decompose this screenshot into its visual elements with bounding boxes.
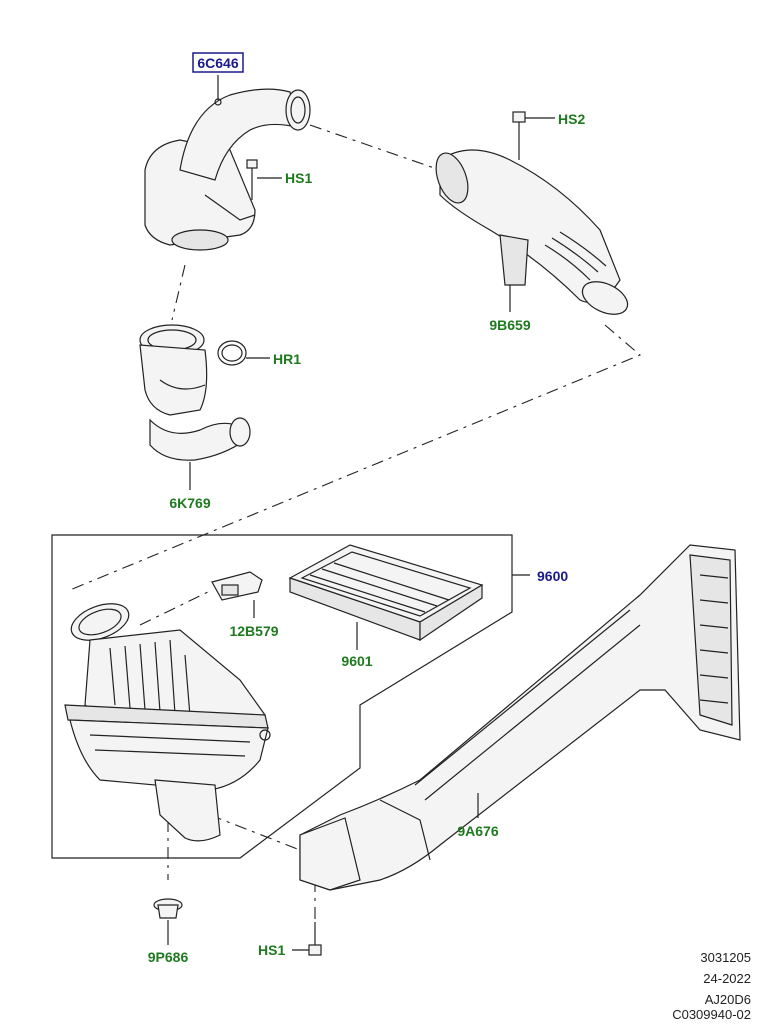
reference-line-1: 3031205 <box>700 950 751 965</box>
label-hs2: HS2 <box>558 111 585 127</box>
connection-line-resonator-to-adapter <box>171 264 186 321</box>
bolt-hs1-top <box>246 159 282 200</box>
mass-airflow-sensor-12b579 <box>211 571 263 618</box>
label-hs1-bottom: HS1 <box>258 942 285 958</box>
kit-bracket-9600 <box>51 534 530 859</box>
air-filter-part-9601 <box>288 544 484 650</box>
connection-line-resonator-to-duct <box>309 124 441 171</box>
reference-line-2: 24-2022 <box>703 971 751 986</box>
seal-ring-hr1 <box>217 340 270 366</box>
label-9p686: 9P686 <box>148 949 189 965</box>
label-6k769: 6K769 <box>169 495 210 511</box>
label-9b659: 9B659 <box>489 317 530 333</box>
adapter-part-6k769 <box>139 324 251 461</box>
grommet-9p686 <box>153 898 183 945</box>
intake-duct-part-9a676 <box>299 544 741 891</box>
connection-line-airbox-to-duct <box>209 814 301 851</box>
bolt-hs2 <box>512 111 555 160</box>
bolt-hs1-bottom <box>292 922 322 956</box>
connection-line-sensor <box>139 589 213 626</box>
air-duct-part-9b659 <box>435 149 629 315</box>
connection-line-duct-to-airbox <box>69 324 642 591</box>
label-hr1: HR1 <box>273 351 301 367</box>
label-9600: 9600 <box>537 568 568 584</box>
label-12b579: 12B579 <box>229 623 278 639</box>
label-9601: 9601 <box>341 653 372 669</box>
reference-line-4: C0309940-02 <box>672 1007 751 1022</box>
label-6c646: 6C646 <box>197 55 238 71</box>
label-9a676: 9A676 <box>457 823 498 839</box>
resonator-part-6c646 <box>144 75 311 251</box>
reference-line-3: AJ20D6 <box>704 992 751 1007</box>
air-filter-housing <box>64 603 271 842</box>
label-hs1-top: HS1 <box>285 170 312 186</box>
part-number-callout-box <box>192 52 244 73</box>
